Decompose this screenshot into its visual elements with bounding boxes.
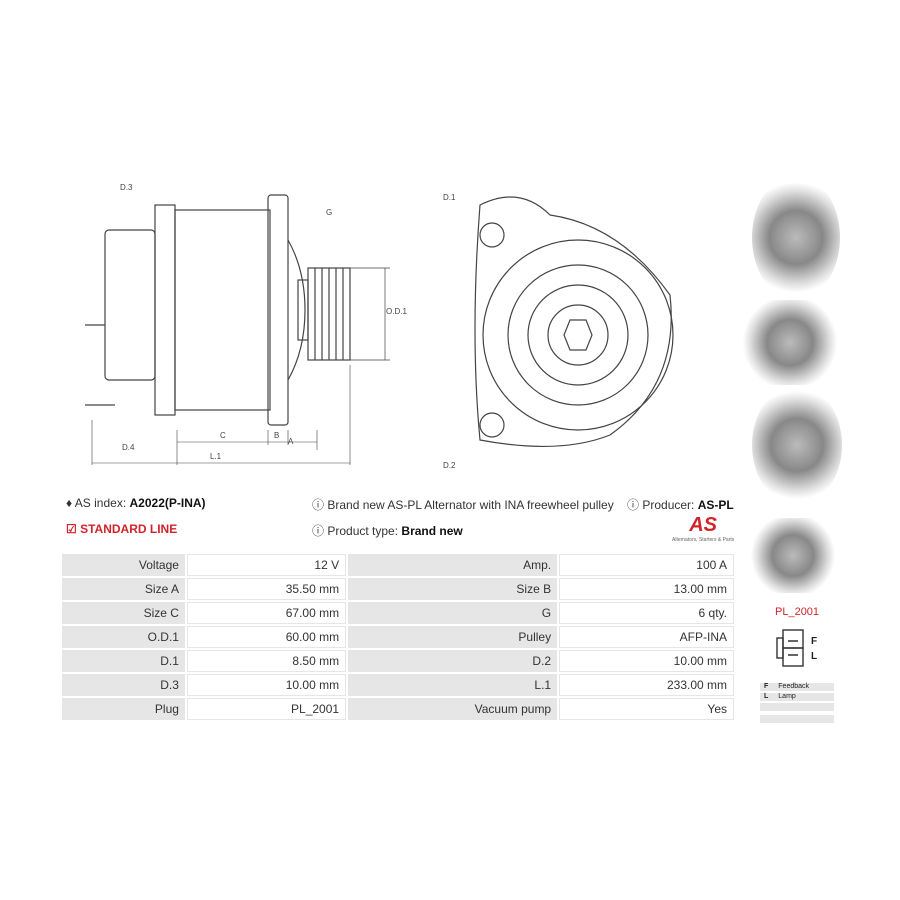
spec-label: O.D.1 (62, 626, 185, 648)
spec-label: D.1 (62, 650, 185, 672)
product-photo-side (740, 300, 840, 385)
spec-value: 233.00 mm (559, 674, 734, 696)
plug-name: PL_2001 (775, 606, 820, 618)
spec-label: Size A (62, 578, 185, 600)
spec-value: 10.00 mm (186, 674, 347, 696)
svg-text:B: B (274, 431, 279, 440)
svg-text:D.2: D.2 (443, 461, 456, 470)
svg-text:A: A (288, 437, 294, 446)
plug-diagram-icon (776, 629, 804, 667)
spec-value: 12 V (186, 554, 347, 576)
product-photo-top (748, 518, 838, 593)
side-view-drawing: D.3 G O.D.1 C B A L.1 D.4 (85, 183, 407, 465)
spec-value: Yes (559, 698, 734, 720)
product-photo-front (752, 175, 840, 300)
label-d3: D.3 (120, 183, 133, 192)
spec-label: Vacuum pump (348, 698, 558, 720)
spec-value: 8.50 mm (186, 650, 347, 672)
spec-value: PL_2001 (186, 698, 347, 720)
spec-label: Size B (348, 578, 558, 600)
front-view-drawing: D.1 D.2 (443, 193, 674, 470)
svg-text:G: G (326, 208, 332, 217)
svg-text:D.1: D.1 (443, 193, 456, 202)
spec-label: L.1 (348, 674, 558, 696)
spec-value: 13.00 mm (559, 578, 734, 600)
standard-line-badge: ☑ STANDARD LINE (66, 522, 178, 536)
spec-label: D.3 (62, 674, 185, 696)
spec-value: 10.00 mm (559, 650, 734, 672)
spec-label: Size C (62, 602, 185, 624)
producer: ⓘ Producer: AS-PL (627, 498, 734, 512)
spec-value: 60.00 mm (186, 626, 347, 648)
spec-label: Plug (62, 698, 185, 720)
spec-value: 6 qty. (559, 602, 734, 624)
spec-label: G (348, 602, 558, 624)
product-photo-rear (752, 385, 842, 505)
spec-label: Pulley (348, 626, 558, 648)
as-index: ♦ AS index: A2022(P-INA) (66, 496, 206, 510)
svg-text:C: C (220, 431, 226, 440)
description: ⓘ Brand new AS-PL Alternator with INA fr… (312, 498, 614, 512)
spec-value: AFP-INA (559, 626, 734, 648)
spec-label: D.2 (348, 650, 558, 672)
spec-label: Amp. (348, 554, 558, 576)
as-logo: AS Alternators, Starters & Parts (672, 514, 735, 543)
svg-text:O.D.1: O.D.1 (386, 307, 407, 316)
spec-label: Voltage (62, 554, 185, 576)
svg-text:D.4: D.4 (122, 443, 135, 452)
svg-text:L.1: L.1 (210, 452, 222, 461)
spec-value: 100 A (559, 554, 734, 576)
spec-value: 67.00 mm (186, 602, 347, 624)
product-type: ⓘ Product type: Brand new (312, 524, 463, 538)
spec-value: 35.50 mm (186, 578, 347, 600)
